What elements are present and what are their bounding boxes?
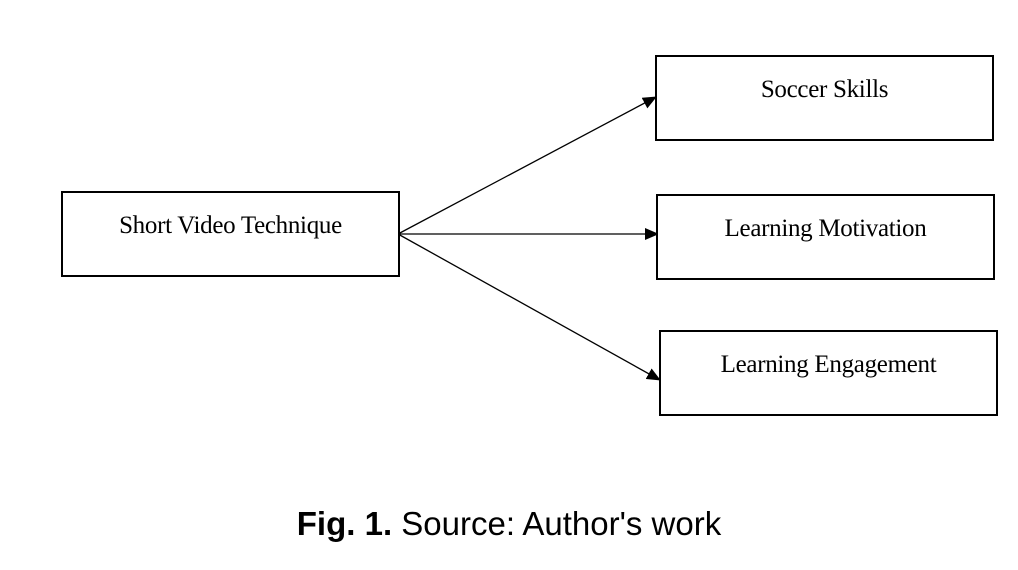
node-label: Soccer Skills (760, 76, 889, 103)
node-short-video-technique: Short Video Technique (61, 191, 400, 277)
figure-caption-text: Source: Author's work (392, 505, 722, 542)
arrow-to-learning-engagement (397, 233, 661, 381)
node-label: Learning Engagement (720, 351, 937, 378)
figure-number: Fig. 1. (296, 505, 393, 542)
node-label: Learning Motivation (724, 215, 927, 242)
node-label: Short Video Technique (119, 212, 342, 239)
figure-caption: Fig. 1. Source: Author's work (0, 505, 1018, 543)
node-learning-motivation: Learning Motivation (656, 194, 995, 280)
node-soccer-skills: Soccer Skills (655, 55, 994, 141)
arrow-to-soccer-skills (397, 96, 657, 235)
node-learning-engagement: Learning Engagement (659, 330, 998, 416)
